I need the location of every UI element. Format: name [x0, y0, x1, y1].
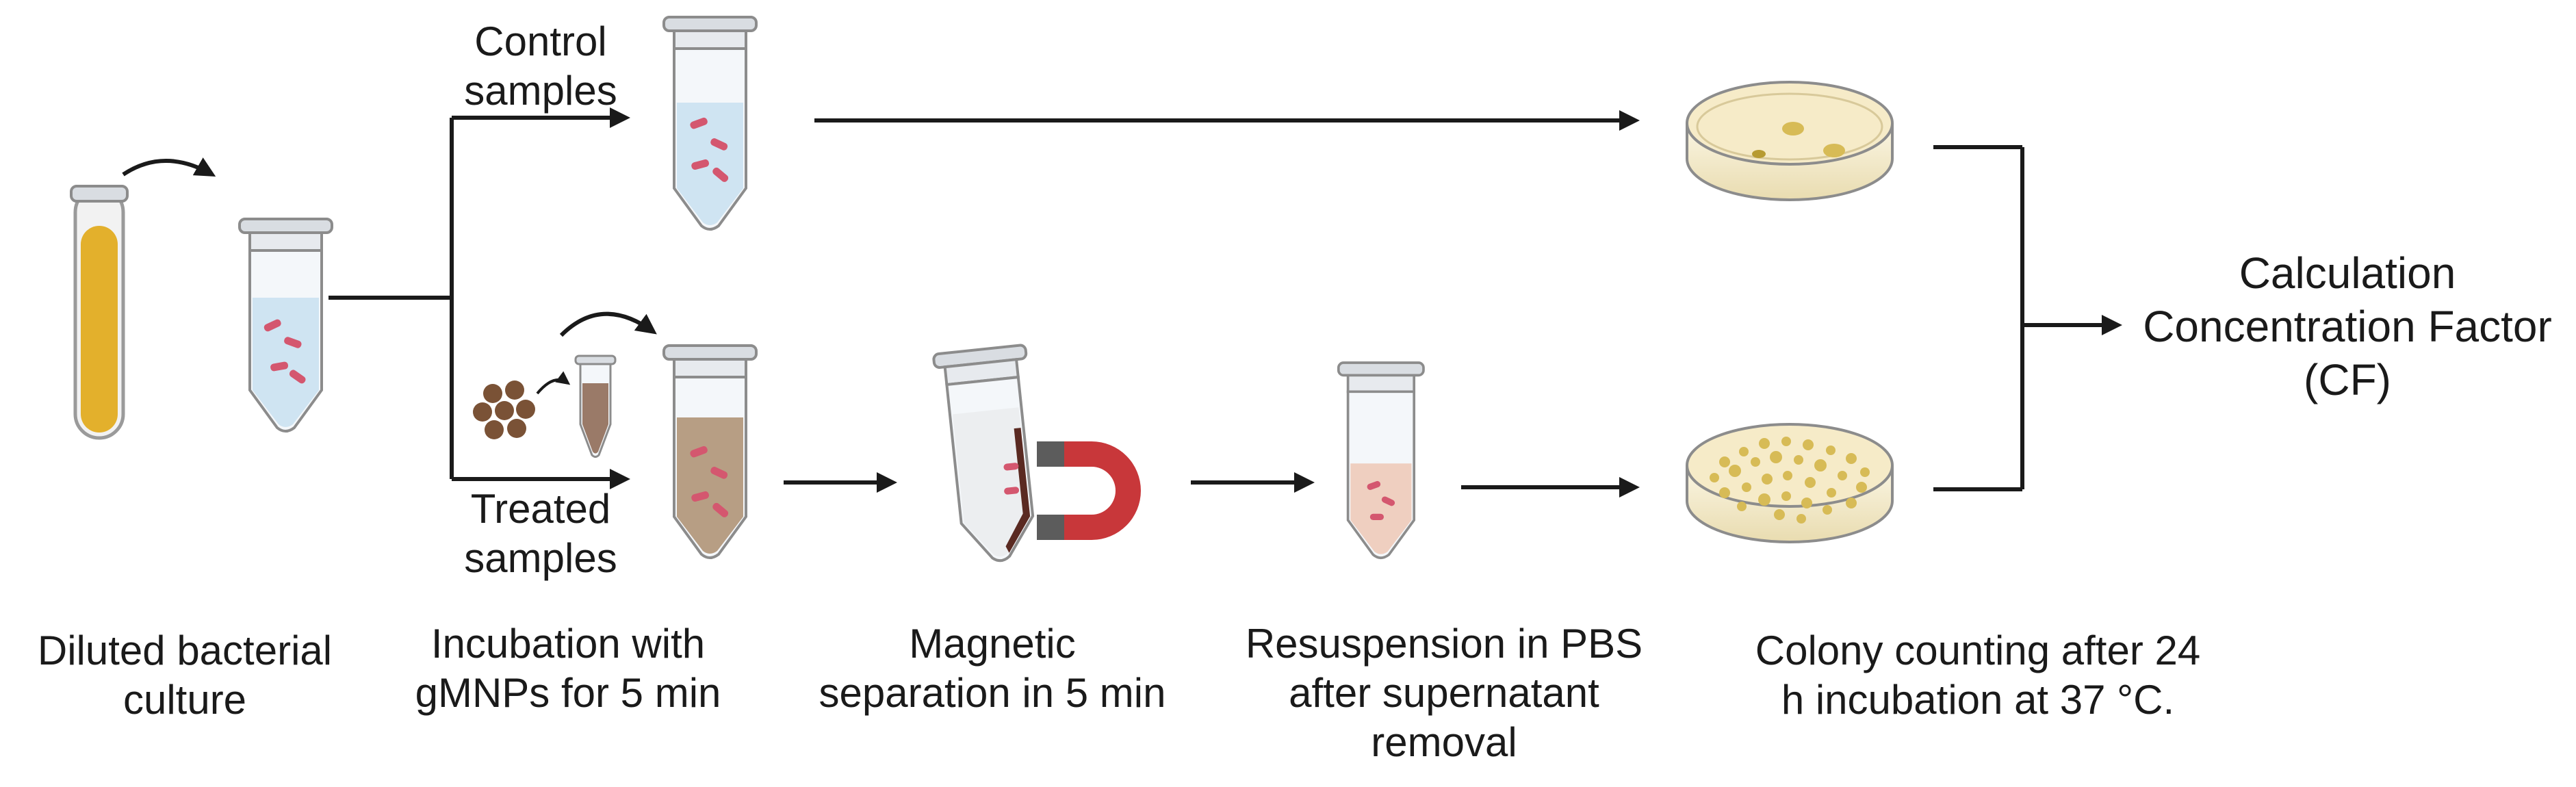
- step-caption-magnetic: Magnetic separation in 5 min: [819, 621, 1166, 716]
- treated-samples-label: Treated samples: [464, 486, 617, 581]
- control-sample-tube: [662, 16, 758, 231]
- control-petri-dish: [1686, 81, 1894, 201]
- treated-sample-tube: [662, 344, 758, 559]
- treated-petri-dish: [1686, 423, 1894, 543]
- add-gmnp-arrow: [559, 311, 657, 337]
- gmnp-tube: [574, 354, 617, 458]
- nanoparticle-cluster: [473, 380, 535, 439]
- result-label: Calculation Concentration Factor (CF): [2143, 248, 2552, 404]
- magnetic-separation-tube: [932, 344, 1035, 563]
- split-connector: [329, 107, 630, 489]
- control-samples-label: Control samples: [464, 18, 617, 114]
- step-caption-counting: Colony counting after 24 h incubation at…: [1755, 628, 2201, 723]
- diluted-sample-tube: [238, 218, 333, 433]
- resuspension-tube: [1337, 361, 1425, 560]
- merge-bracket: [1933, 145, 2122, 491]
- step-caption-resuspension: Resuspension in PBS after supernatant re…: [1245, 621, 1643, 765]
- culture-tube: [70, 157, 216, 440]
- magnet: [1037, 441, 1141, 540]
- step-caption-incubation: Incubation with gMNPs for 5 min: [415, 621, 721, 716]
- step-caption-dilute: Diluted bacterial culture: [37, 628, 333, 723]
- small-arrow: [536, 371, 571, 395]
- transfer-arrow: [122, 157, 216, 177]
